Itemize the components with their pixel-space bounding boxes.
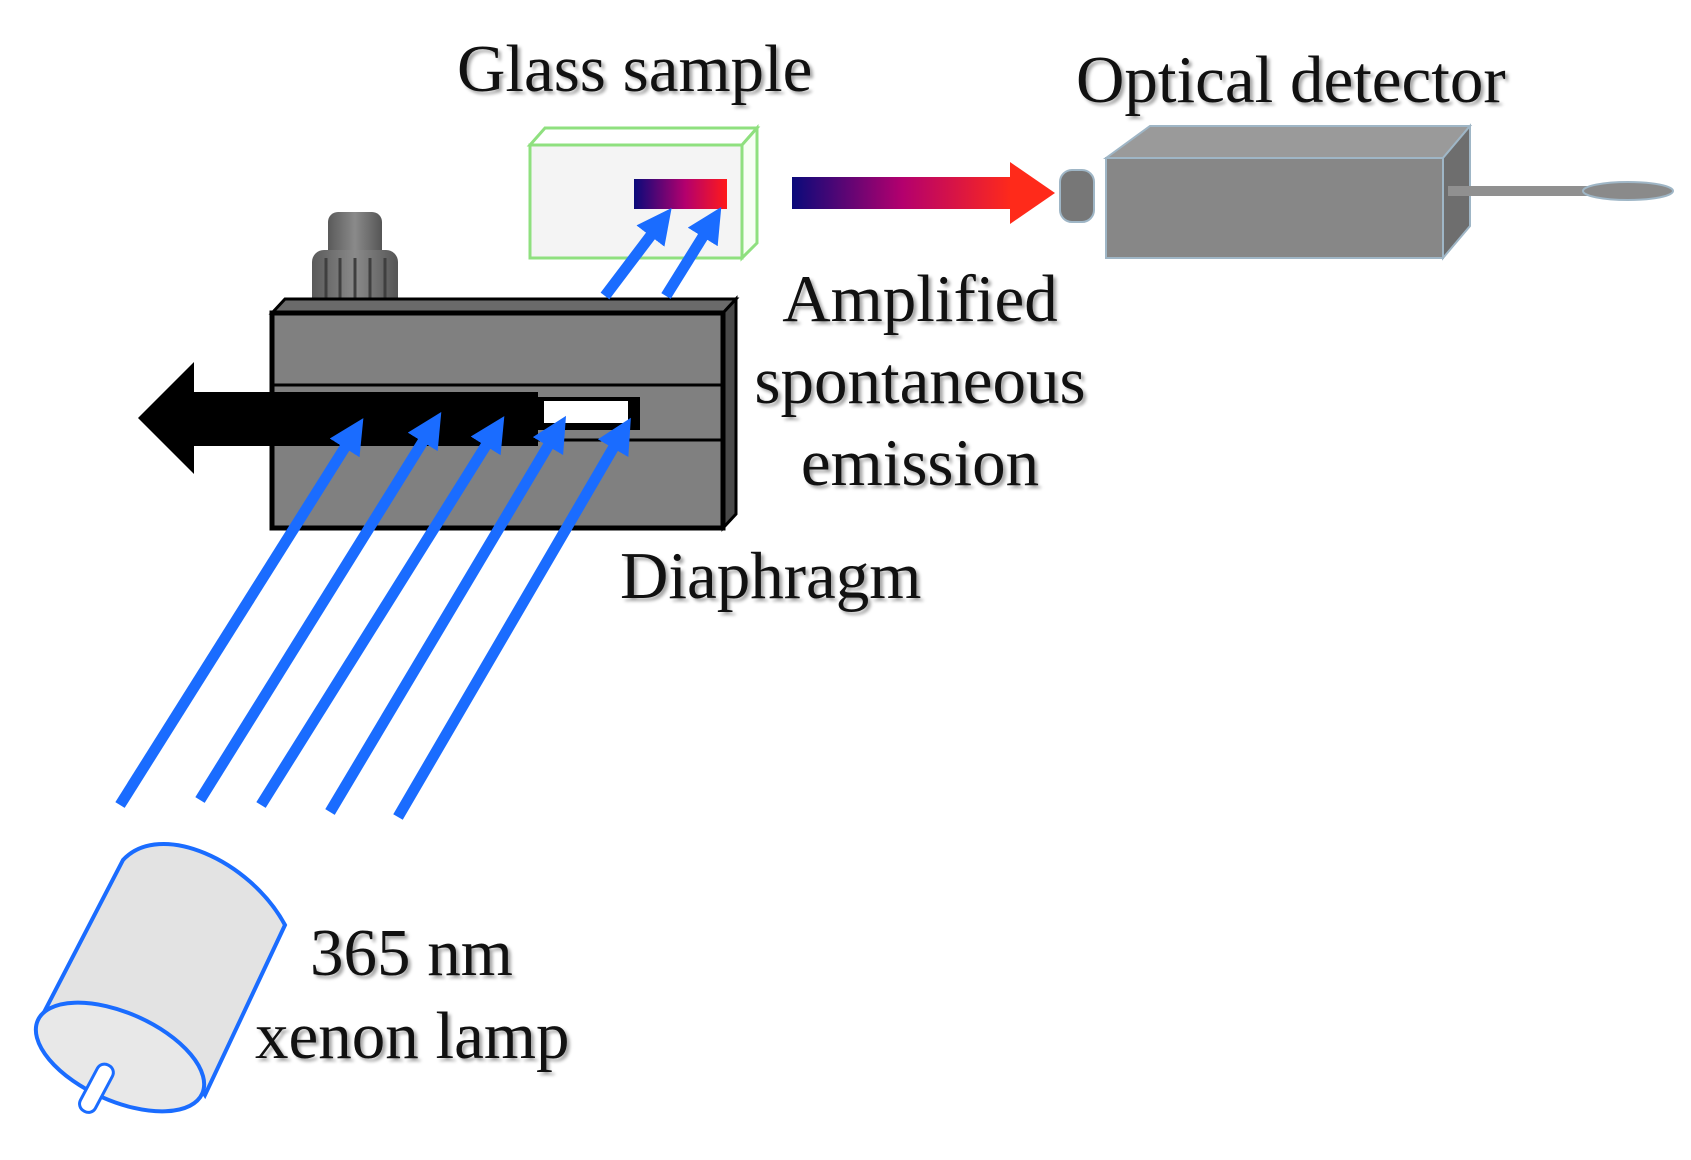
glass-sample bbox=[526, 124, 761, 262]
ase-label-line1: Amplified bbox=[782, 262, 1058, 336]
glass-sample-label: Glass sample bbox=[457, 32, 813, 106]
lamp-label-line2: xenon lamp bbox=[255, 999, 570, 1073]
optical-detector bbox=[1059, 123, 1674, 261]
pump-beam bbox=[256, 416, 505, 808]
knob-top bbox=[328, 212, 382, 262]
pump-beam bbox=[325, 415, 567, 815]
ase-label-line3: emission bbox=[800, 426, 1040, 500]
pump-beams bbox=[115, 207, 722, 820]
pump-beam bbox=[115, 418, 364, 808]
pump-beam-to-sample bbox=[661, 207, 722, 299]
pump-beam bbox=[393, 417, 631, 820]
diaphragm-label: Diaphragm bbox=[620, 539, 922, 613]
aperture-window bbox=[544, 401, 628, 423]
pump-beam-to-sample bbox=[600, 207, 672, 300]
xenon-lamp bbox=[33, 842, 288, 1114]
ase-label-line2: spontaneous bbox=[754, 344, 1086, 418]
optical-detector-label: Optical detector bbox=[1076, 43, 1506, 117]
emission-arrow bbox=[792, 162, 1055, 224]
emission-strip bbox=[634, 179, 727, 209]
pump-beam bbox=[195, 412, 442, 803]
lamp-label-line1: 365 nm bbox=[310, 916, 513, 990]
